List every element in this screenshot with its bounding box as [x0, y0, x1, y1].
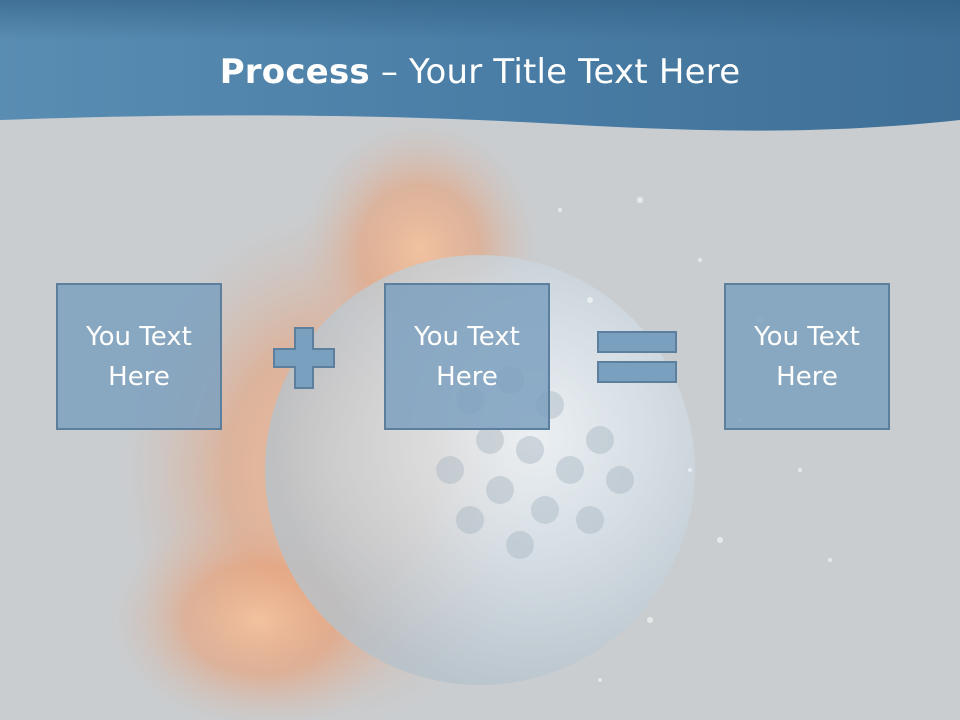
process-box-3-text: You Text Here [754, 321, 860, 392]
process-box-3[interactable]: You Text Here [724, 283, 890, 430]
page-title: Process – Your Title Text Here [0, 52, 960, 92]
equals-icon [597, 331, 677, 383]
process-box-2-text: You Text Here [414, 321, 520, 392]
process-box-2[interactable]: You Text Here [384, 283, 550, 430]
title-bold: Process [219, 52, 370, 92]
plus-icon [273, 327, 335, 389]
process-box-1[interactable]: You Text Here [56, 283, 222, 430]
title-rest: – Your Title Text Here [369, 52, 741, 92]
process-box-1-text: You Text Here [86, 321, 192, 392]
